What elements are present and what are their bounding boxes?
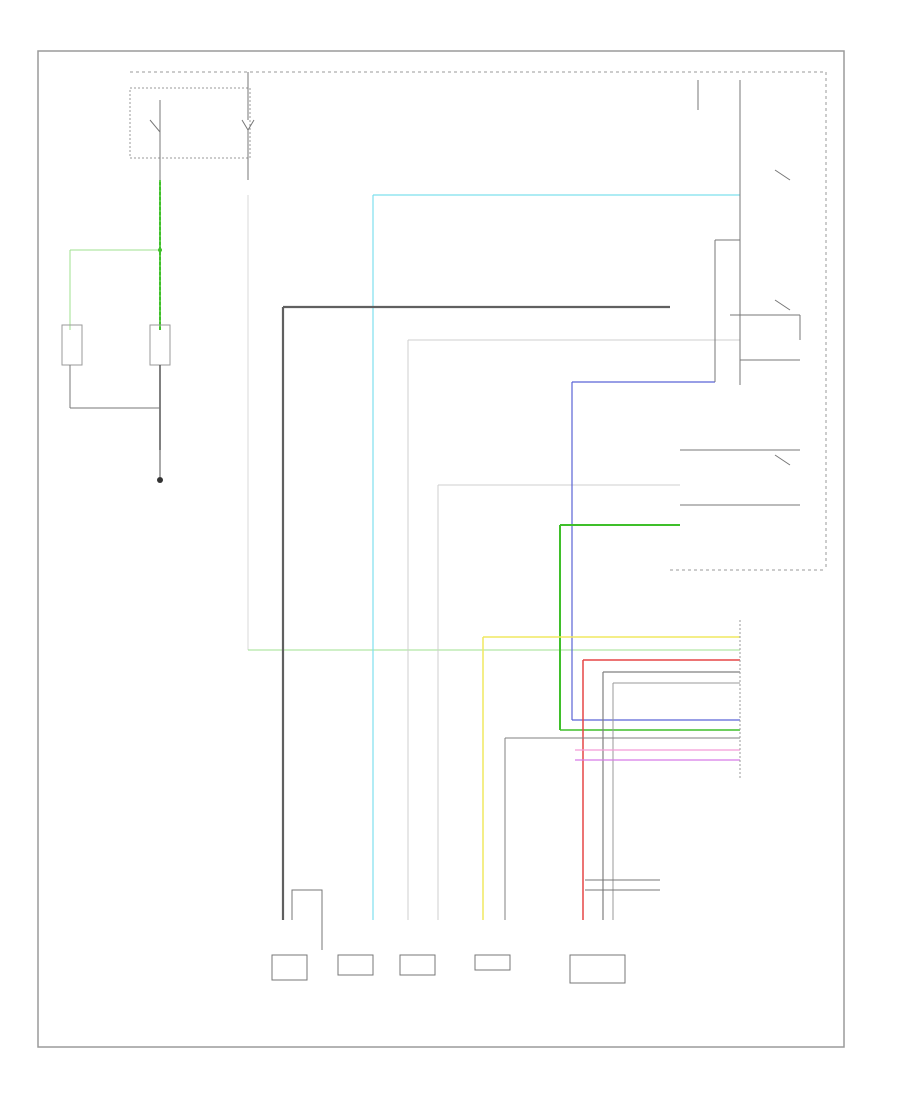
pressure-switch-assembly — [680, 80, 801, 506]
component-4 — [474, 954, 511, 971]
component-5 — [569, 954, 626, 984]
yellow-wire — [482, 636, 740, 920]
dark-gray-wire — [281, 305, 670, 920]
component-1 — [271, 954, 308, 981]
cyan-signal-wire — [372, 194, 740, 920]
green-wire-lower — [559, 524, 740, 731]
ground-symbol — [157, 477, 163, 483]
blue-wire — [571, 381, 740, 721]
bottom-components — [271, 879, 660, 984]
pink-magenta-wires — [575, 749, 740, 761]
component-2 — [337, 954, 374, 976]
splice-dot — [158, 248, 162, 252]
gray-wires-to-pcm — [504, 671, 740, 920]
light-gray-power-wire — [247, 195, 740, 651]
light-gray-wires — [407, 339, 740, 920]
component-3 — [399, 954, 436, 976]
diagram-frame — [37, 50, 845, 1048]
fuse-relay-block — [129, 72, 255, 180]
ac-compressor-clutch-and-diode — [61, 324, 171, 483]
red-wire — [582, 659, 740, 920]
green-feed-wire — [69, 180, 162, 330]
